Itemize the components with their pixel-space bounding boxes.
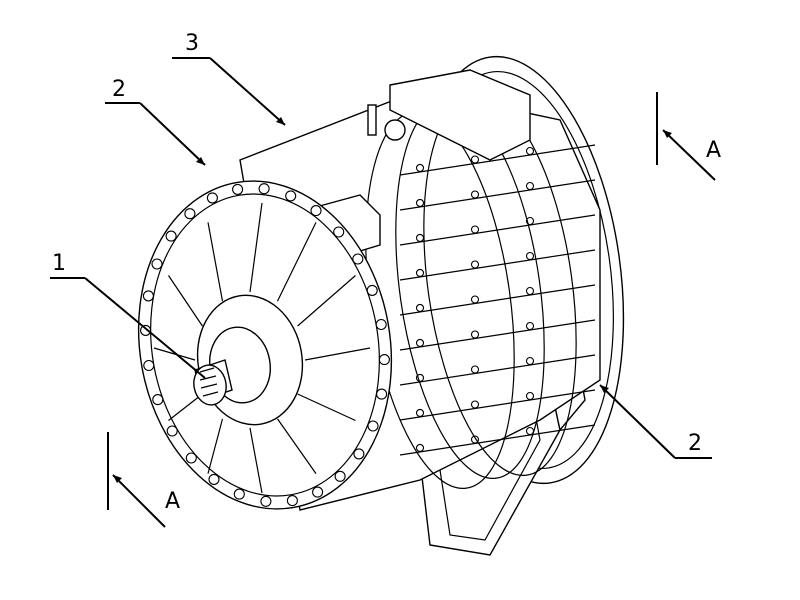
flange-bolt <box>166 425 178 437</box>
housing-bolt <box>470 260 480 269</box>
flange-bolt <box>140 324 152 336</box>
flange-bolt <box>184 208 196 220</box>
section-marker-bottom <box>107 432 166 528</box>
flange-bolt <box>286 495 298 507</box>
flange-bolt <box>152 394 164 406</box>
label-3-leader <box>172 57 286 126</box>
section-marker-top <box>656 92 716 181</box>
flange-bolt <box>352 253 364 265</box>
housing-bolt <box>415 163 425 172</box>
flange-spoke <box>304 347 371 361</box>
flange-bolt <box>165 230 177 242</box>
housing-rib <box>399 354 596 386</box>
housing-bolt <box>415 443 425 452</box>
section-label-top: A <box>706 138 721 163</box>
flange-bolt <box>232 183 244 195</box>
housing-rib <box>399 284 596 316</box>
flange-spoke <box>207 418 224 474</box>
housing-bolt <box>415 303 425 312</box>
label-1-leader <box>50 277 206 379</box>
flange-bolt <box>142 290 154 302</box>
housing-rib <box>399 424 596 456</box>
housing-bolt <box>415 233 425 242</box>
section-label-bottom: A <box>165 489 180 514</box>
housing-bolt <box>525 426 535 436</box>
label-end-cover-right: 2 <box>688 431 702 456</box>
flange-spoke <box>249 202 263 293</box>
flange-bolt <box>206 192 218 204</box>
flange-spoke <box>276 222 317 302</box>
housing-rib <box>399 249 596 281</box>
housing-bolt <box>525 146 535 156</box>
flange-bolt <box>258 183 270 195</box>
flange-bolt <box>366 284 378 296</box>
housing-bolt <box>415 408 425 417</box>
flange-spoke <box>168 393 203 421</box>
flange-bolt <box>151 258 163 270</box>
label-shaft: 1 <box>52 251 66 276</box>
housing-bolt <box>525 356 535 366</box>
housing-bolt <box>415 198 425 207</box>
flange-spoke <box>277 418 317 474</box>
flange-bolt <box>367 420 379 432</box>
housing-rib <box>399 144 596 176</box>
housing-bolt <box>525 251 535 261</box>
housing-bolt <box>470 295 480 304</box>
flange-bolt <box>285 190 297 202</box>
flange-bolt <box>375 318 387 331</box>
housing-bolt <box>525 286 535 296</box>
housing-bolt <box>470 155 480 164</box>
flange-bolt <box>312 486 324 498</box>
flange-bolt <box>378 354 390 366</box>
housing-bolt <box>525 391 535 401</box>
flange-bolt <box>376 388 388 400</box>
label-housing: 3 <box>185 31 199 56</box>
label-end-cover-left: 2 <box>112 77 126 102</box>
flange-bolt <box>334 470 346 482</box>
flange-spoke <box>297 393 356 422</box>
housing-rib <box>399 179 596 211</box>
flange-spoke <box>297 275 356 327</box>
flange-spoke <box>207 222 224 302</box>
housing-rib <box>399 319 596 351</box>
flange-bolt <box>208 473 220 485</box>
flange-spoke <box>249 427 263 494</box>
flange-bolt <box>310 205 322 217</box>
flange-spoke <box>168 275 203 327</box>
housing-bolt <box>470 190 480 199</box>
flange-bolt <box>333 226 345 238</box>
housing-bolt <box>525 321 535 331</box>
housing-bolt <box>470 330 480 339</box>
shaft <box>193 359 233 406</box>
label-2-right-leader <box>599 384 712 459</box>
front-end-cover <box>137 180 393 510</box>
flange-bolt <box>233 488 245 500</box>
housing-bolt <box>470 365 480 374</box>
housing-bolt <box>415 268 425 277</box>
flange-bolt <box>143 359 155 372</box>
flange-bolt <box>185 452 197 464</box>
flange-bolt <box>353 448 365 460</box>
flange-bolt <box>260 495 272 507</box>
housing-bolt <box>470 400 480 409</box>
label-2-left-leader <box>105 102 206 166</box>
flange-spoke <box>153 347 196 361</box>
housing-bolt <box>415 338 425 347</box>
housing-bolt <box>525 181 535 191</box>
housing-bolt <box>470 225 480 234</box>
